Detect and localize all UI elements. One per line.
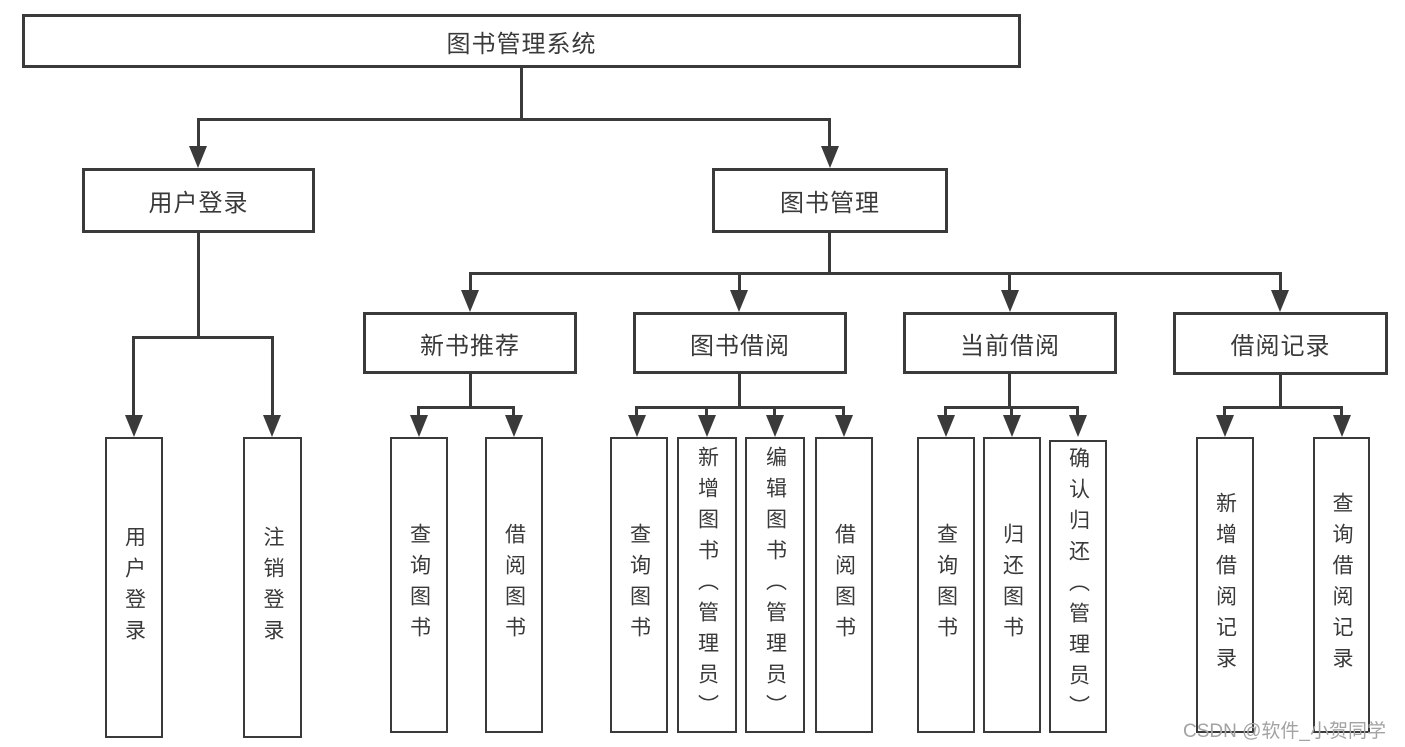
arrow-down-icon [263,415,281,437]
arrow-down-icon [1001,290,1019,312]
arrow-down-icon [1271,290,1289,312]
arrow-down-icon [766,415,784,437]
arrow-down-icon [821,146,839,168]
leaf-return-books: 归还图书 [983,437,1041,733]
connector-book-mgmt-down [828,233,831,272]
arrow-down-icon [698,415,716,437]
connector-user-login-down [197,233,200,336]
leaf-label: 归还图书 [1000,523,1024,647]
arrow-down-icon [461,290,479,312]
node-current-borrow: 当前借阅 [903,312,1117,374]
leaf-confirm-return-admin: 确认归还（管理员） [1049,440,1107,733]
arrow-down-icon [730,290,748,312]
connector-group-down [1008,374,1011,406]
leaf-label: 确认归还（管理员） [1066,447,1090,726]
leaf-label: 新增图书（管理员） [695,445,719,725]
connector-level3-stem [738,272,741,290]
leaf-query-books: 查询图书 [917,437,975,733]
node-root: 图书管理系统 [22,14,1021,68]
arrow-down-icon [125,415,143,437]
leaf-label: 借阅图书 [502,523,526,647]
connector-level3-stem [1279,272,1282,290]
leaf-label: 查询借阅记录 [1330,492,1353,678]
connector-group-rail [635,406,845,409]
arrow-down-icon [628,415,646,437]
leaf-query-books: 查询图书 [390,437,448,733]
leaf-label: 查询图书 [407,523,431,647]
leaf-label: 借阅图书 [832,523,856,647]
leaf-label: 查询图书 [627,523,651,647]
connector-leaf-stem [1010,406,1013,416]
connector-user-login-rail [132,336,274,339]
leaf-label: 新增借阅记录 [1213,492,1237,678]
leaf-label: 注销登录 [261,525,284,650]
arrow-down-icon [189,146,207,168]
connector-leaf-stem [132,336,135,415]
leaf-label: 用户登录 [122,525,146,650]
connector-book-mgmt-stem [828,118,831,146]
connector-leaf-stem [944,406,947,416]
csdn-watermark: CSDN @软件_小贺同学 [1183,721,1386,742]
connector-level2-rail [197,118,831,121]
leaf-label: 编辑图书（管理员） [763,445,787,725]
node-borrow-record: 借阅记录 [1173,312,1388,375]
arrow-down-icon [937,415,955,437]
connector-leaf-stem [1223,406,1226,416]
leaf-logout: 注销登录 [243,437,302,738]
connector-group-rail [1223,406,1343,409]
arrow-down-icon [410,415,428,437]
connector-leaf-stem [1076,406,1079,416]
node-borrow-record-label: 借阅记录 [1230,333,1331,360]
arrow-down-icon [1069,415,1087,437]
connector-leaf-stem [417,406,420,416]
connector-group-down [738,374,741,406]
node-new-book-recommend-label: 新书推荐 [420,332,520,360]
connector-group-down [1279,374,1282,406]
connector-group-rail [417,406,515,409]
leaf-query-borrow-record: 查询借阅记录 [1313,437,1370,733]
connector-leaf-stem [635,406,638,416]
connector-level3-stem [1008,272,1011,290]
node-book-management: 图书管理 [712,168,948,233]
connector-level3-rail [469,272,1282,275]
connector-level3-stem [469,272,472,290]
node-current-borrow-label: 当前借阅 [960,332,1060,360]
leaf-borrow-books: 借阅图书 [485,437,543,733]
leaf-borrow-books: 借阅图书 [815,437,873,733]
connector-root-stem [520,68,523,118]
connector-leaf-stem [705,406,708,416]
leaf-add-book-admin: 新增图书（管理员） [677,437,737,733]
node-book-borrow-label: 图书借阅 [690,332,790,360]
node-book-borrow: 图书借阅 [633,312,847,374]
connector-leaf-stem [1340,406,1343,416]
node-user-login-label: 用户登录 [148,190,249,217]
node-new-book-recommend: 新书推荐 [363,312,577,374]
arrow-down-icon [505,415,523,437]
arrow-down-icon [835,415,853,437]
arrow-down-icon [1333,415,1351,437]
connector-group-down [469,374,472,406]
leaf-label: 查询图书 [934,523,958,647]
connector-leaf-stem [512,406,515,416]
arrow-down-icon [1216,415,1234,437]
node-user-login: 用户登录 [82,168,315,233]
node-root-label: 图书管理系统 [446,30,597,58]
connector-leaf-stem [773,406,776,416]
connector-leaf-stem [271,336,274,415]
leaf-add-borrow-record: 新增借阅记录 [1196,437,1254,733]
leaf-edit-book-admin: 编辑图书（管理员） [745,437,805,733]
connector-leaf-stem [842,406,845,416]
arrow-down-icon [1003,415,1021,437]
leaf-query-books: 查询图书 [610,437,668,733]
leaf-user-login: 用户登录 [105,437,163,738]
connector-user-login-stem [197,118,200,146]
node-book-management-label: 图书管理 [780,190,880,217]
